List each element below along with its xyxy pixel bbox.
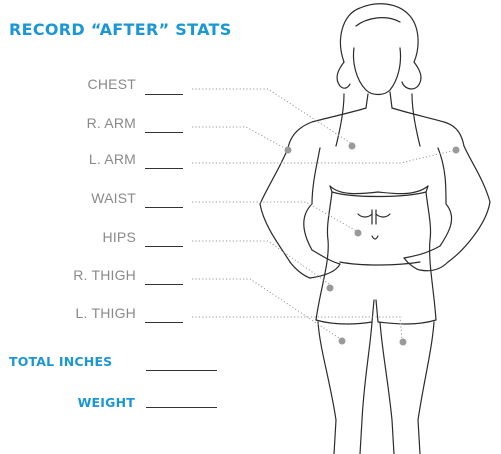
- body-figure-illustration: [0, 0, 501, 454]
